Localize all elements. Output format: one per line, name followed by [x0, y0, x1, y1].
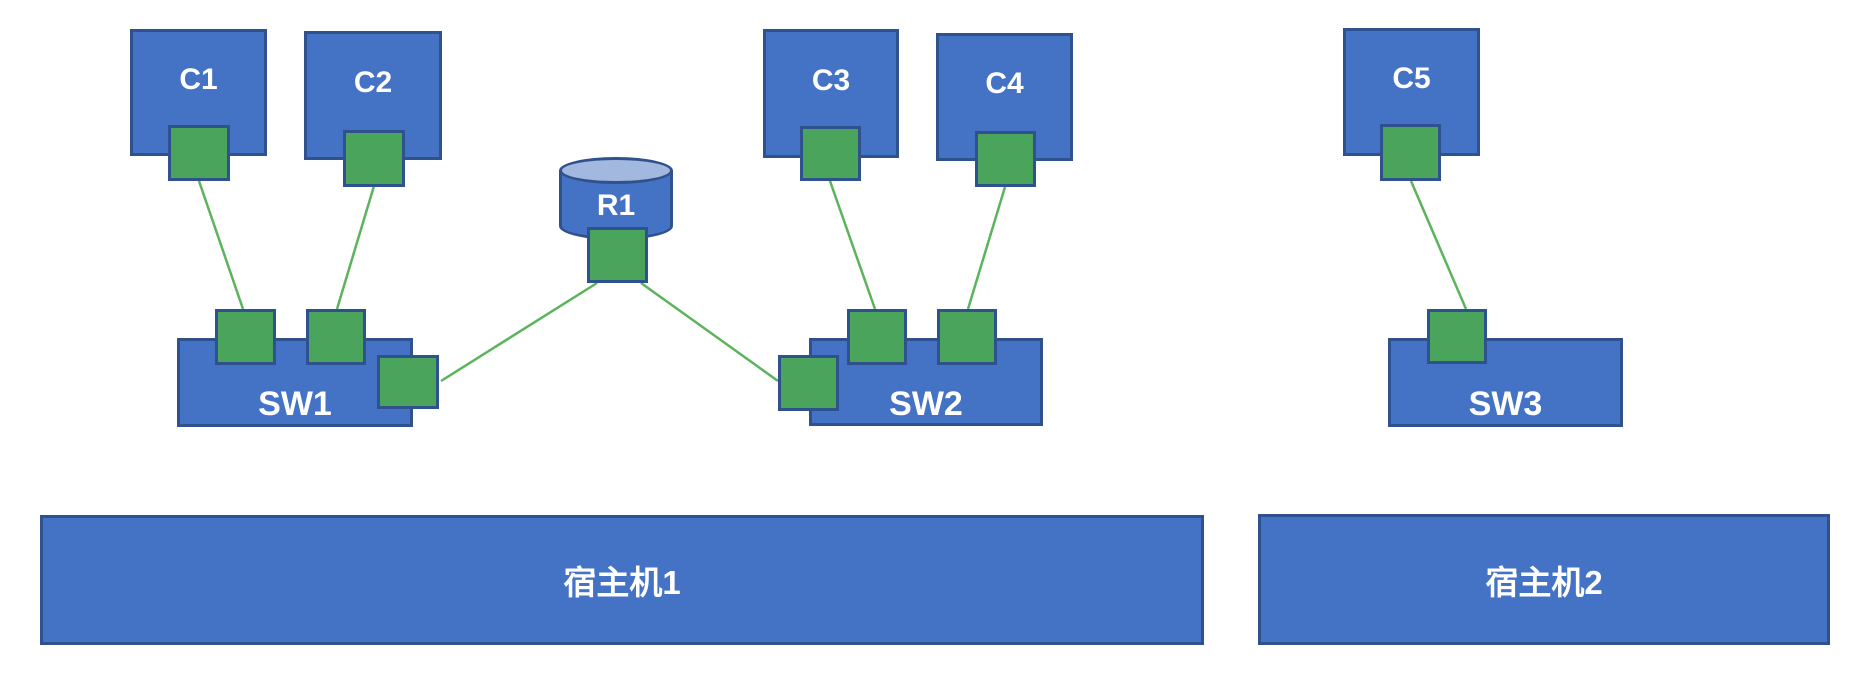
- link-c1-sw1: [197, 180, 245, 310]
- link-c2-sw1: [335, 185, 376, 310]
- node-c3-label: C3: [811, 63, 851, 97]
- port-c2: [343, 130, 405, 187]
- node-c5-label: C5: [1392, 62, 1431, 95]
- node-sw3: SW3: [1388, 338, 1623, 427]
- port-c3: [800, 126, 861, 181]
- link-r1-sw2: [640, 281, 779, 383]
- node-host2-label: 宿主机2: [1485, 563, 1603, 601]
- port-c4: [975, 131, 1036, 187]
- link-r1-sw1: [440, 281, 598, 383]
- port-c1: [168, 125, 230, 181]
- node-c2-label: C2: [353, 65, 393, 99]
- node-sw1: SW1: [177, 338, 413, 427]
- port-sw1-3: [377, 355, 439, 409]
- port-sw1-1: [215, 309, 276, 365]
- port-sw3-1: [1427, 309, 1487, 364]
- node-host2: 宿主机2: [1258, 514, 1830, 645]
- link-c4-sw2: [966, 186, 1007, 310]
- node-sw1-label: SW1: [258, 385, 332, 423]
- cylinder-top-ellipse: [559, 157, 673, 184]
- node-sw2-label: SW2: [889, 384, 963, 423]
- link-c3-sw2: [828, 180, 877, 310]
- port-r1: [587, 227, 648, 283]
- node-host1-label: 宿主机1: [563, 564, 681, 601]
- port-c5: [1380, 124, 1441, 181]
- port-sw2-1: [847, 309, 907, 365]
- port-sw2-uplink: [778, 355, 839, 411]
- port-sw2-2: [937, 309, 997, 365]
- link-c5-sw3: [1409, 180, 1468, 310]
- port-sw1-2: [306, 309, 366, 365]
- node-sw3-label: SW3: [1468, 385, 1543, 423]
- node-c4-label: C4: [985, 67, 1024, 100]
- node-host1: 宿主机1: [40, 515, 1204, 645]
- node-sw2: SW2: [809, 338, 1043, 426]
- node-c1-label: C1: [179, 62, 218, 96]
- node-r1-label: R1: [596, 189, 636, 222]
